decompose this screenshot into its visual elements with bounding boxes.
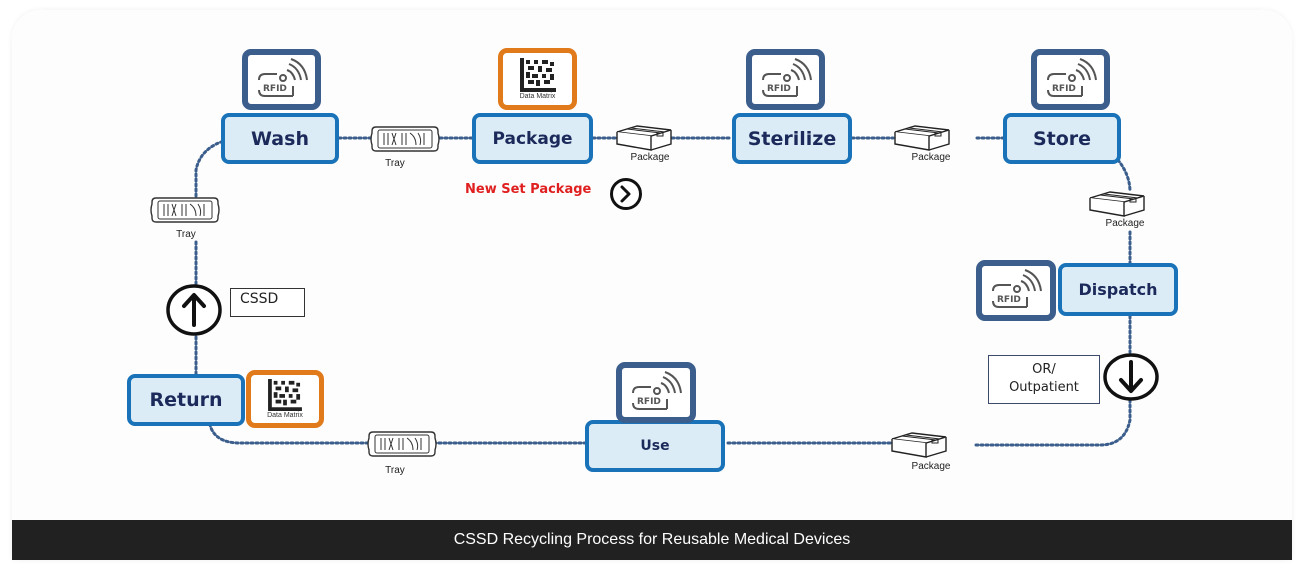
package-label: Package [1105, 218, 1145, 229]
new-set-package-note: New Set Package [465, 182, 592, 197]
connector-tray-return [208, 423, 370, 445]
cssd-note: CSSD [230, 288, 305, 317]
rfid-tag-use: RFID [616, 362, 696, 423]
package-label: Package [630, 152, 670, 163]
rfid-text: RFID [1052, 84, 1076, 94]
rfid-tag-sterilize: RFID [746, 49, 825, 110]
tray-label: Tray [385, 465, 405, 476]
step-package-label: Package [492, 128, 573, 149]
step-return: Return [127, 374, 245, 426]
data-matrix-label: Data Matrix [519, 93, 556, 100]
data-matrix-icon [268, 379, 302, 411]
step-store-label: Store [1032, 127, 1092, 150]
data-matrix-tag-package: Data Matrix [498, 48, 577, 110]
tray-icon [367, 431, 437, 457]
connector-tray-wash [194, 140, 223, 198]
tray-label: Tray [176, 229, 196, 240]
step-wash: Wash [221, 113, 339, 164]
arrow-up-circle-icon [166, 284, 222, 336]
connector-or-usebox [973, 398, 1132, 447]
data-matrix-icon [519, 58, 556, 92]
cssd-note-text: CSSD [240, 291, 279, 307]
tray-label: Tray [385, 158, 405, 169]
step-return-label: Return [149, 389, 223, 411]
rfid-icon: RFID [1046, 57, 1097, 97]
rfid-icon: RFID [632, 370, 682, 410]
rfid-icon: RFID [257, 57, 308, 97]
package-box-icon [1089, 191, 1145, 217]
or-outpatient-line1: OR/ [1032, 362, 1056, 377]
package-box-icon [894, 125, 950, 151]
package-label: Package [911, 152, 951, 163]
data-matrix-tag-return: Data Matrix [246, 370, 324, 428]
rfid-text: RFID [637, 397, 661, 407]
connector-store-box [1116, 158, 1132, 194]
figure-caption: CSSD Recycling Process for Reusable Medi… [12, 520, 1292, 560]
rfid-icon: RFID [761, 57, 812, 97]
arrow-down-circle-icon [1103, 353, 1159, 401]
rfid-tag-dispatch: RFID [976, 260, 1056, 321]
rfid-tag-wash: RFID [242, 49, 321, 110]
step-package: Package [472, 113, 593, 164]
rfid-text: RFID [767, 84, 791, 94]
step-sterilize-label: Sterilize [747, 127, 837, 150]
or-outpatient-line2: Outpatient [1009, 380, 1079, 395]
rfid-icon: RFID [992, 268, 1042, 308]
step-wash-label: Wash [251, 127, 309, 150]
tray-icon [150, 197, 220, 223]
or-outpatient-note: OR/ Outpatient [988, 355, 1100, 404]
step-use: Use [585, 420, 725, 472]
step-sterilize: Sterilize [732, 113, 852, 164]
step-dispatch-label: Dispatch [1078, 280, 1158, 299]
chevron-right-circle-icon [610, 178, 642, 210]
package-box-icon [616, 125, 672, 151]
data-matrix-label: Data Matrix [267, 412, 303, 419]
step-dispatch: Dispatch [1058, 263, 1178, 316]
package-box-icon [891, 432, 947, 458]
rfid-text: RFID [997, 295, 1021, 305]
rfid-text: RFID [263, 84, 287, 94]
step-use-label: Use [640, 438, 670, 454]
step-store: Store [1003, 113, 1121, 164]
package-label: Package [911, 461, 951, 472]
tray-icon [370, 126, 440, 152]
rfid-tag-store: RFID [1031, 49, 1110, 110]
